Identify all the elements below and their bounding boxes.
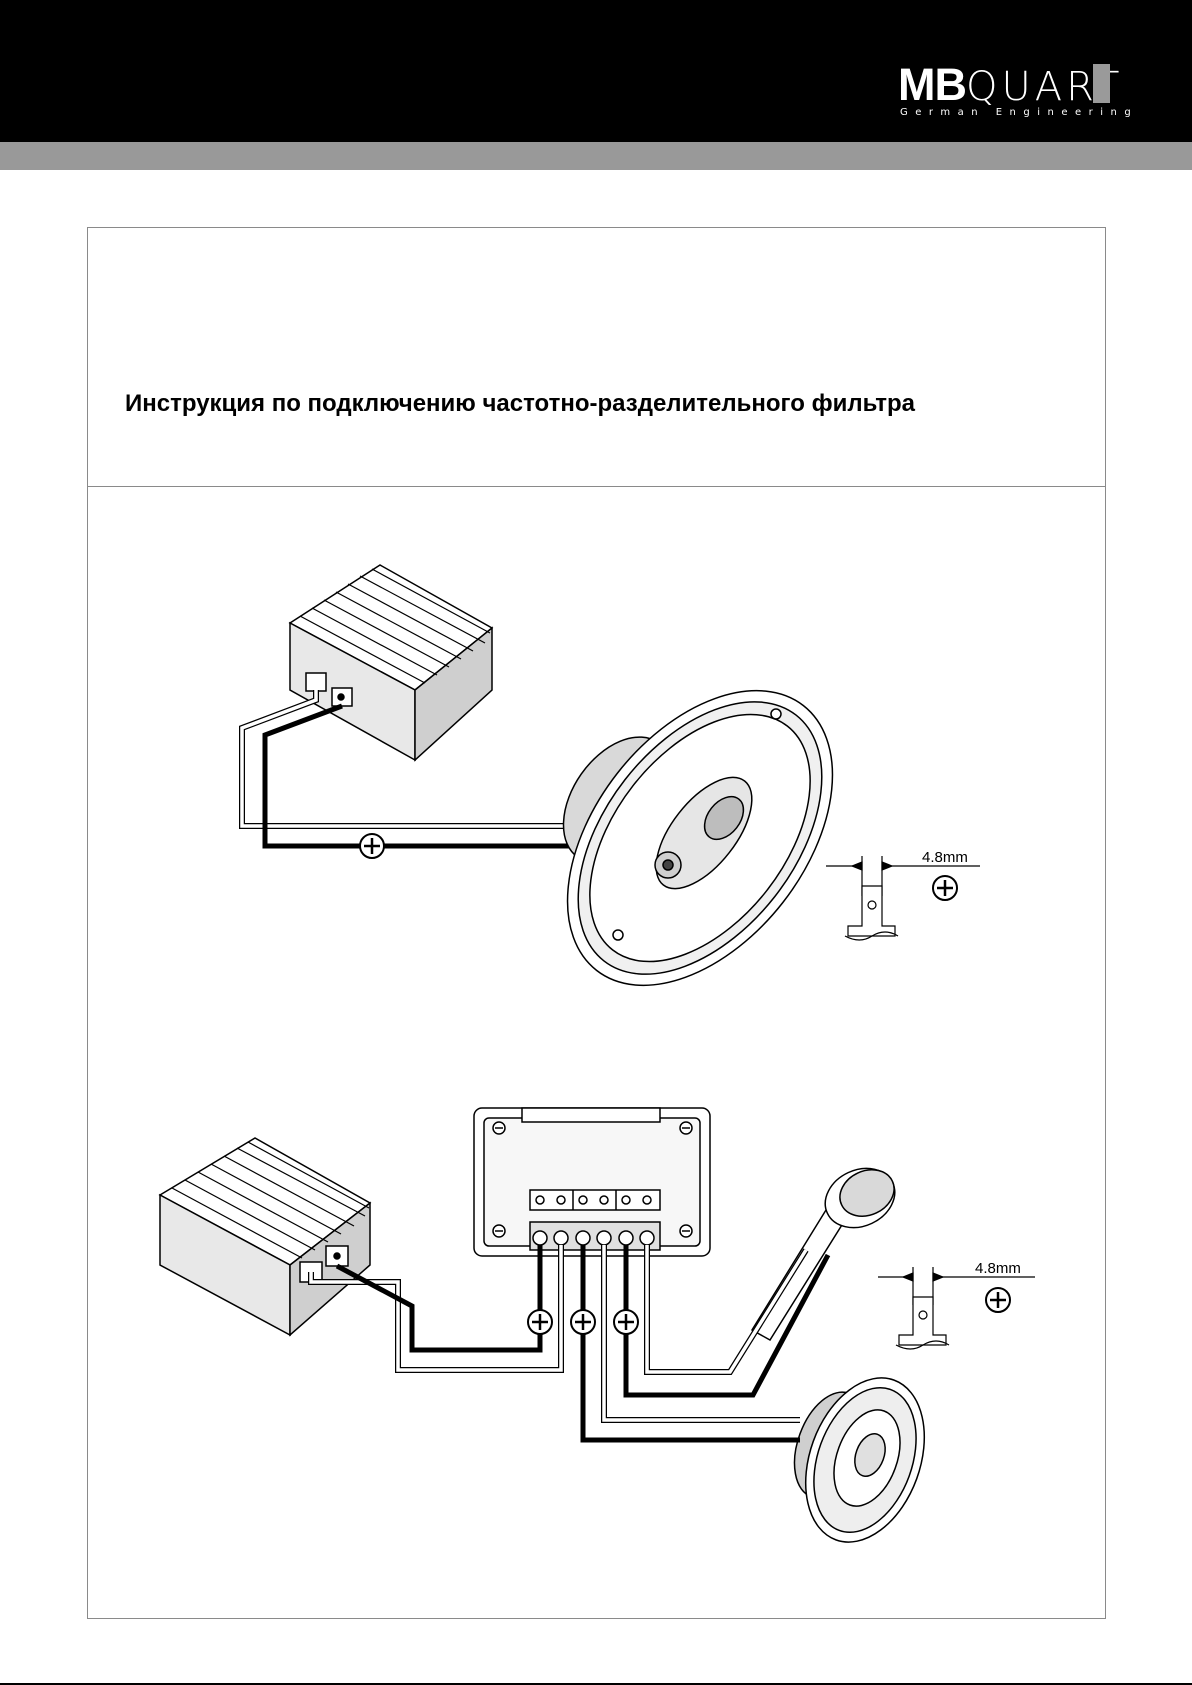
terminal-width-label-2: 4.8mm	[975, 1260, 1021, 1277]
coaxial-speaker	[514, 641, 886, 1035]
terminal-detail-1	[826, 856, 980, 940]
amplifier-2	[160, 1138, 370, 1335]
woofer	[781, 1361, 946, 1558]
terminal-width-label-1: 4.8mm	[922, 849, 968, 866]
wires-2	[311, 1245, 828, 1440]
plus-icon	[571, 1310, 595, 1334]
tweeter	[752, 1157, 904, 1340]
plus-icon	[986, 1288, 1010, 1312]
crossover	[474, 1108, 710, 1256]
plus-icon	[360, 834, 384, 858]
diagram-coaxial: 4.8mm	[242, 565, 980, 1035]
terminal-detail-2	[878, 1267, 1035, 1349]
amplifier-1	[290, 565, 492, 760]
plus-icon	[933, 876, 957, 900]
diagram-component: 4.8mm	[160, 1108, 1035, 1559]
plus-icon	[614, 1310, 638, 1334]
plus-icon	[528, 1310, 552, 1334]
